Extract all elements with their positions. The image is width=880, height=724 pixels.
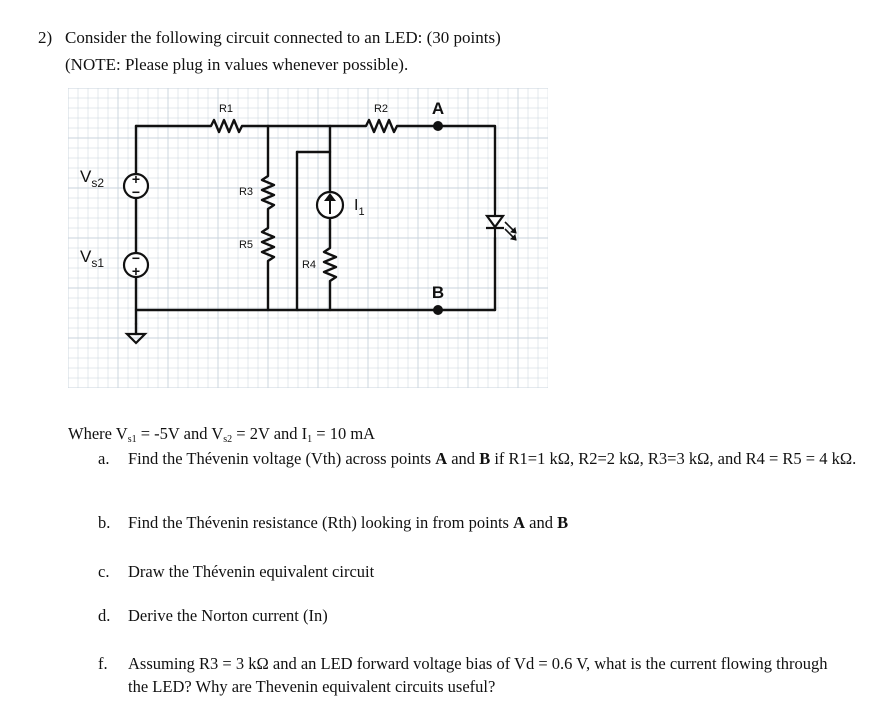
- led-icon: [484, 210, 517, 241]
- label-r4: R4: [302, 259, 316, 271]
- item-f-text: Assuming R3 = 3 kΩ and an LED forward vo…: [128, 654, 828, 696]
- resistor-r1: [134, 118, 440, 134]
- label-vs2: Vs2: [80, 167, 104, 190]
- item-c-label: c.: [98, 562, 110, 581]
- item-c-text: Draw the Thévenin equivalent circuit: [128, 562, 375, 581]
- question-note: (NOTE: Please plug in values whenever po…: [65, 55, 409, 74]
- label-r2: R2: [374, 103, 388, 115]
- vs1-minus: −: [132, 250, 140, 266]
- item-a-text: Find the Thévenin voltage (Vth) across p…: [128, 449, 857, 468]
- vs2-minus: −: [132, 184, 140, 200]
- node-a-dot: [433, 121, 443, 131]
- node-b-dot: [433, 305, 443, 315]
- label-node-a: A: [432, 99, 444, 118]
- circuit-diagram: + − − + R1 R2 R3 R5 R4 A B Vs2 Vs1 I1: [68, 88, 548, 388]
- label-r3: R3: [239, 186, 253, 198]
- label-r1: R1: [219, 103, 233, 115]
- label-node-b: B: [432, 283, 444, 302]
- circuit-wires: [134, 118, 497, 336]
- circuit-grid: [68, 88, 548, 388]
- label-vs1: Vs1: [80, 247, 104, 270]
- given-values: Where Vs1 = -5V and Vs2 = 2V and I1 = 10…: [68, 424, 376, 445]
- vs1-plus: +: [132, 263, 140, 279]
- question-title: Consider the following circuit connected…: [65, 28, 501, 47]
- label-r5: R5: [239, 239, 253, 251]
- item-a-label: a.: [98, 449, 110, 468]
- vs2-plus: +: [132, 171, 140, 187]
- item-d-text: Derive the Norton current (In): [128, 606, 328, 625]
- resistor-r4: [322, 227, 338, 312]
- item-b-label: b.: [98, 513, 111, 532]
- label-i1: I1: [354, 197, 365, 218]
- item-f-label: f.: [98, 654, 108, 673]
- voltage-source-vs1: − +: [122, 250, 150, 279]
- current-source-i1: [315, 190, 345, 220]
- voltage-source-vs2: + −: [122, 171, 150, 200]
- item-b-text: Find the Thévenin resistance (Rth) looki…: [128, 513, 569, 532]
- question-number: 2): [38, 28, 53, 47]
- ground-icon: [124, 332, 148, 345]
- resistor-r3-r5: [260, 124, 276, 312]
- item-d-label: d.: [98, 606, 111, 625]
